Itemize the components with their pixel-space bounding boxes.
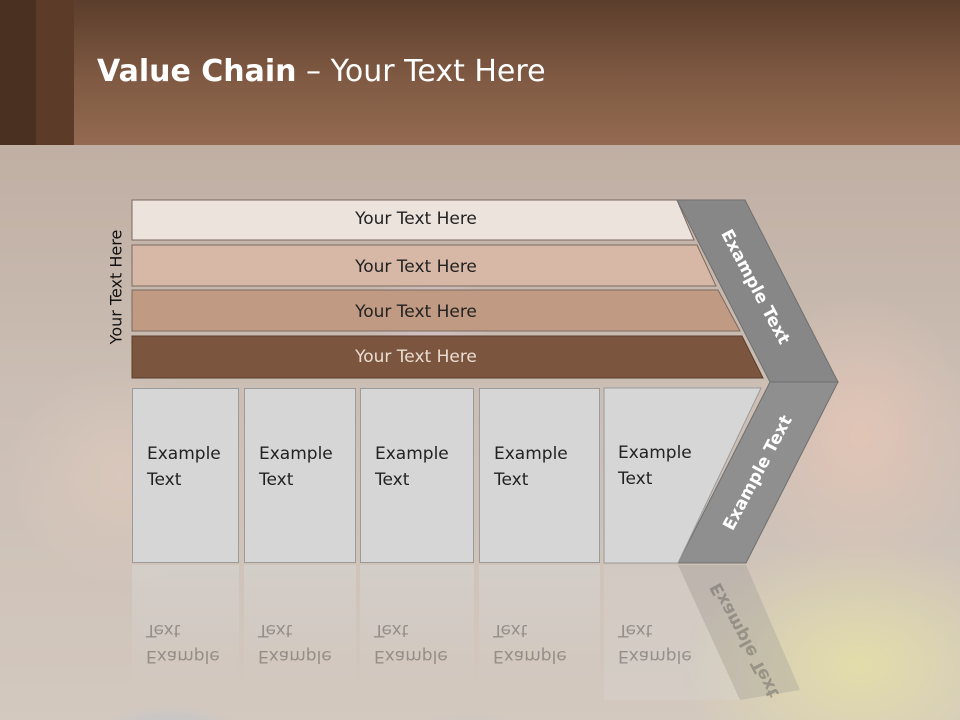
box-1-reflection: Example Text <box>132 565 239 705</box>
row-label-2: Your Text Here <box>355 257 477 277</box>
box-5-line2: Text <box>618 469 653 489</box>
row-label-1: Your Text Here <box>355 209 477 229</box>
row-band-3 <box>131 289 741 332</box>
box-4-line1: Example <box>494 444 568 464</box>
box-5-reflection-line2: Text <box>618 620 653 640</box>
box-4-reflection-line2: Text <box>493 620 528 640</box>
box-1-reflection-line1: Example <box>146 646 220 666</box>
box-1-reflection-text: Example Text <box>146 617 220 669</box>
box-2-reflection: Example Text <box>244 565 356 705</box>
row-band-2 <box>131 244 717 287</box>
slide-title-rest: – Your Text Here <box>296 54 546 89</box>
box-2-reflection-text: Example Text <box>258 617 332 669</box>
side-label-text: Your Text Here <box>106 229 126 345</box>
slide-title-bold: Value Chain <box>97 54 297 89</box>
row-label-4: Your Text Here <box>355 347 477 367</box>
box-5-reflection-text: Example Text <box>618 617 692 669</box>
row-band-4 <box>131 335 764 379</box>
box-4-reflection-text: Example Text <box>493 617 567 669</box>
chevron-lower <box>677 381 839 564</box>
box-4-line2: Text <box>494 470 529 490</box>
box-4-reflection-line1: Example <box>493 646 567 666</box>
row-label-3: Your Text Here <box>355 302 477 322</box>
box-3-line2: Text <box>375 470 410 490</box>
title-bar-accent-dark <box>0 0 36 145</box>
box-3-reflection-line1: Example <box>374 646 448 666</box>
box-1-reflection-line2: Text <box>146 620 181 640</box>
box-5-shape <box>603 387 762 564</box>
chevron-lower-reflection <box>678 565 800 700</box>
box-2-line1: Example <box>259 444 333 464</box>
box-3-reflection-line2: Text <box>374 620 409 640</box>
box-2-line2: Text <box>259 470 294 490</box>
box-3-reflection: Example Text <box>360 565 474 705</box>
box-5-line1: Example <box>618 443 692 463</box>
box-3-reflection-text: Example Text <box>374 617 448 669</box>
title-bar: Value Chain – Your Text Here <box>0 0 960 145</box>
box-1-line2: Text <box>147 470 182 490</box>
box-4-reflection: Example Text <box>479 565 600 705</box>
box-2-reflection-line1: Example <box>258 646 332 666</box>
title-bar-accent <box>36 0 74 145</box>
box-5-reflection-area: Example Text <box>604 565 694 705</box>
box-2-reflection-line2: Text <box>258 620 293 640</box>
row-band-1 <box>131 199 695 241</box>
box-3-line1: Example <box>375 444 449 464</box>
box-5-reflection-line1: Example <box>618 646 692 666</box>
box-1-line1: Example <box>147 444 221 464</box>
slide-title: Value Chain – Your Text Here <box>97 54 546 89</box>
box-5-reflection <box>604 565 740 700</box>
